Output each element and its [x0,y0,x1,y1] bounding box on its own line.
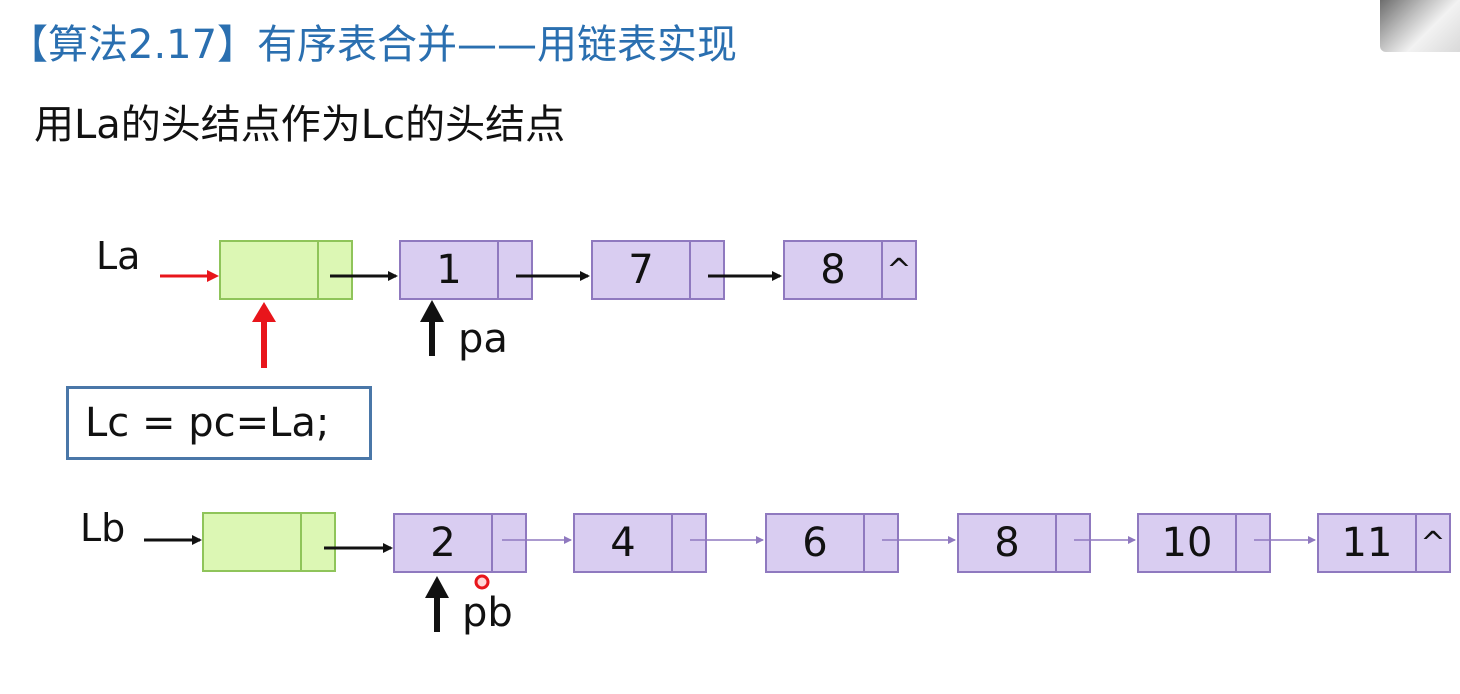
node-value: 8 [994,520,1020,566]
code-statement: Lc = pc=La; [85,400,330,446]
slide-subtitle: 用La的头结点作为Lc的头结点 [34,102,566,148]
list-a-label: La [96,234,141,278]
node-value: 1 [436,247,462,293]
node-next [671,515,705,571]
node-value: 7 [628,247,654,293]
list-b-node-1: 2 [393,513,527,573]
lc-assign-arrowhead [252,302,276,322]
node-value: 8 [820,247,846,293]
node-value: 2 [430,520,456,566]
list-a-node-1: 1 [399,240,533,300]
list-b-node-2: 4 [573,513,707,573]
node-value: 10 [1161,520,1213,566]
presenter-video-thumbnail [1380,0,1460,52]
node-value: 11 [1341,520,1393,566]
list-a-node-3: 8 ^ [783,240,917,300]
pa-pointer-label: pa [458,316,508,362]
node-value: 4 [610,520,636,566]
code-statement-box: Lc = pc=La; [66,386,372,460]
node-next [1235,515,1269,571]
list-b-node-3: 6 [765,513,899,573]
node-next [689,242,723,298]
node-next [491,515,525,571]
null-pointer-mark: ^ [881,242,915,298]
mouse-cursor-dot [474,574,490,590]
node-next [1055,515,1089,571]
null-pointer-mark: ^ [1415,515,1449,571]
slide-title: 【算法2.17】有序表合并——用链表实现 [8,22,738,68]
list-b-node-5: 10 [1137,513,1271,573]
pb-pointer-arrowhead [425,576,449,598]
node-value: 6 [802,520,828,566]
head-node-next [300,514,334,570]
pa-pointer-arrowhead [420,300,444,322]
node-next [497,242,531,298]
list-b-head-node [202,512,336,572]
node-next [863,515,897,571]
list-b-label: Lb [80,506,126,550]
list-b-node-4: 8 [957,513,1091,573]
list-b-node-6: 11 ^ [1317,513,1451,573]
list-a-head-node [219,240,353,300]
head-node-next [317,242,351,298]
list-a-node-2: 7 [591,240,725,300]
pb-pointer-label: pb [462,590,513,636]
